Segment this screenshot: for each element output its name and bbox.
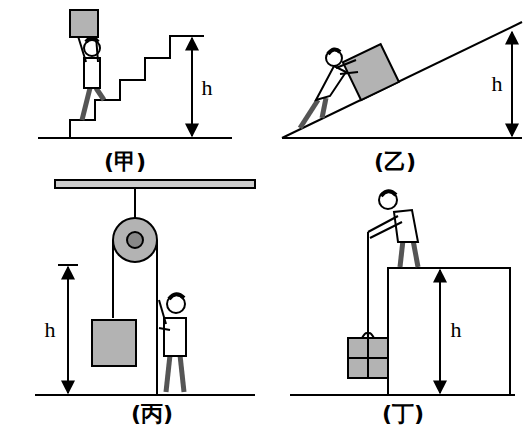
dimension-label: h	[202, 77, 213, 99]
panel-caption: (甲)	[104, 151, 146, 173]
box	[70, 10, 98, 37]
dimension-label: h	[45, 319, 56, 341]
height-dimension	[511, 32, 513, 136]
pulley-hanger	[134, 188, 136, 222]
dimension-label: h	[451, 319, 462, 341]
stairs-scene	[38, 10, 232, 138]
person-figure	[78, 36, 104, 120]
pulley-scene	[35, 180, 255, 395]
height-dimension	[58, 265, 78, 393]
ground-line	[290, 394, 515, 396]
ground-line	[35, 394, 255, 396]
dimension-label: h	[492, 73, 503, 95]
box	[348, 333, 388, 378]
height-dimension	[184, 36, 204, 136]
pulley-wheel	[113, 218, 157, 262]
panel-caption: (丁)	[382, 403, 424, 425]
ground-line	[38, 137, 232, 139]
pulley-axle	[127, 232, 143, 248]
rope	[156, 240, 158, 395]
person-figure	[300, 49, 358, 128]
rope	[367, 232, 369, 336]
person-figure	[159, 294, 186, 392]
ramp-slope	[282, 22, 522, 138]
ceiling	[55, 180, 255, 188]
panel-caption: (乙)	[374, 151, 416, 173]
platform	[388, 268, 510, 395]
height-dimension	[439, 270, 441, 393]
person-figure	[368, 191, 418, 267]
panel-caption: (丙)	[131, 403, 173, 425]
ground-line	[282, 137, 522, 139]
platform-scene	[290, 191, 515, 395]
rope	[112, 240, 114, 318]
stair-outline	[70, 36, 190, 138]
ramp-scene	[282, 22, 522, 138]
box	[92, 320, 136, 366]
